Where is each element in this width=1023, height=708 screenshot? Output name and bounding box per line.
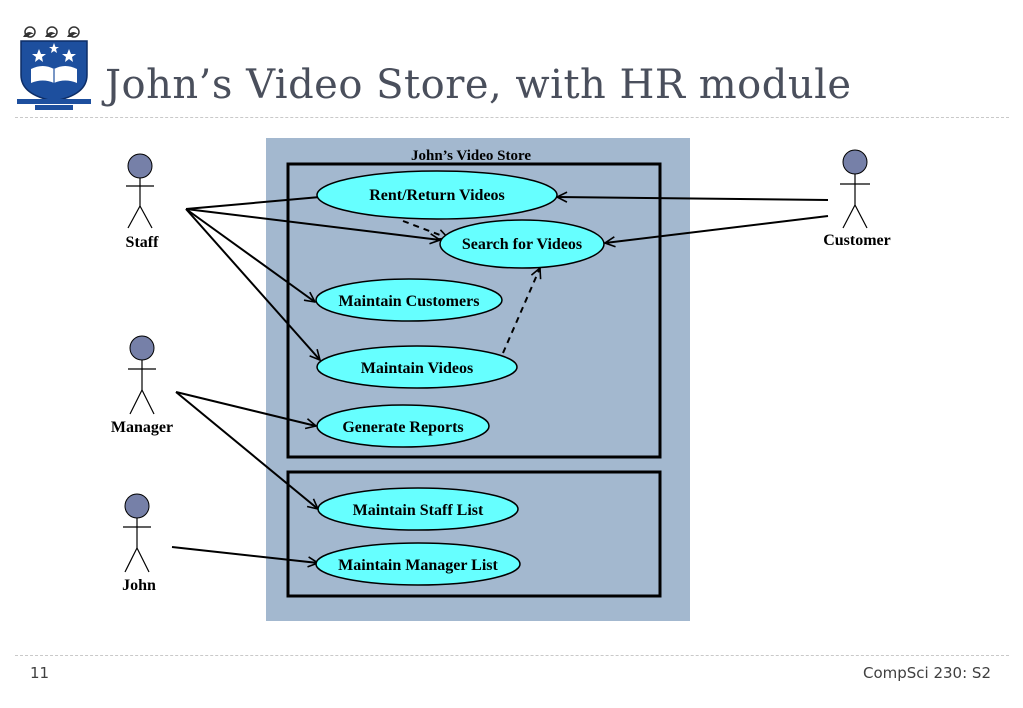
use-case-label: Maintain Videos — [361, 360, 473, 377]
manager-to-generate-reports — [175, 391, 316, 426]
rent-return-uses-search — [402, 220, 448, 238]
slide-title: John’s Video Store, with HR module — [105, 62, 852, 108]
staff-to-maintain-customers — [185, 208, 315, 302]
video-store-subsystem-box — [286, 162, 662, 459]
actor-john-label: John — [122, 577, 156, 594]
use-case-label: Generate Reports — [342, 419, 463, 436]
maintain-videos-uses-search — [502, 268, 540, 354]
use-case-label: Search for Videos — [462, 236, 582, 253]
use-case-maintain-customers: Maintain Customers — [315, 278, 503, 322]
staff-to-maintain-videos — [185, 208, 320, 360]
staff-to-search — [185, 208, 440, 240]
use-case-maintain-manager-list: Maintain Manager List — [315, 542, 521, 586]
hr-module-subsystem-box — [286, 470, 662, 598]
footer-divider — [15, 655, 1009, 656]
actor-manager-label: Manager — [111, 419, 173, 436]
actor-staff-label: Staff — [126, 234, 160, 251]
use-case-label: Maintain Staff List — [353, 502, 484, 519]
customer-to-search — [605, 215, 829, 243]
use-case-label: Rent/Return Videos — [369, 187, 505, 204]
use-case-search-for-videos: Search for Videos — [439, 219, 605, 269]
john-to-maintain-manager — [171, 546, 318, 563]
university-crest-logo — [15, 23, 93, 111]
header-divider — [15, 117, 1009, 118]
course-label: CompSci 230: S2 — [862, 664, 991, 682]
manager-to-maintain-staff — [175, 391, 318, 509]
customer-to-rent-return — [557, 197, 829, 200]
use-case-generate-reports: Generate Reports — [316, 404, 490, 448]
use-case-label: Maintain Manager List — [338, 557, 498, 574]
use-case-rent-return-videos: Rent/Return Videos — [316, 170, 558, 220]
use-case-maintain-staff-list: Maintain Staff List — [317, 487, 519, 531]
use-case-maintain-videos: Maintain Videos — [316, 345, 518, 389]
actor-staff-icon — [126, 153, 154, 229]
use-case-label: Maintain Customers — [339, 293, 480, 310]
actor-john-icon — [123, 493, 151, 573]
staff-to-rent-return — [185, 196, 321, 210]
page-number: 11 — [30, 664, 50, 682]
system-name-label: John’s Video Store — [411, 148, 531, 164]
actor-manager-icon — [128, 335, 156, 415]
actor-customer-icon — [840, 149, 870, 229]
actor-customer-label: Customer — [823, 232, 891, 249]
